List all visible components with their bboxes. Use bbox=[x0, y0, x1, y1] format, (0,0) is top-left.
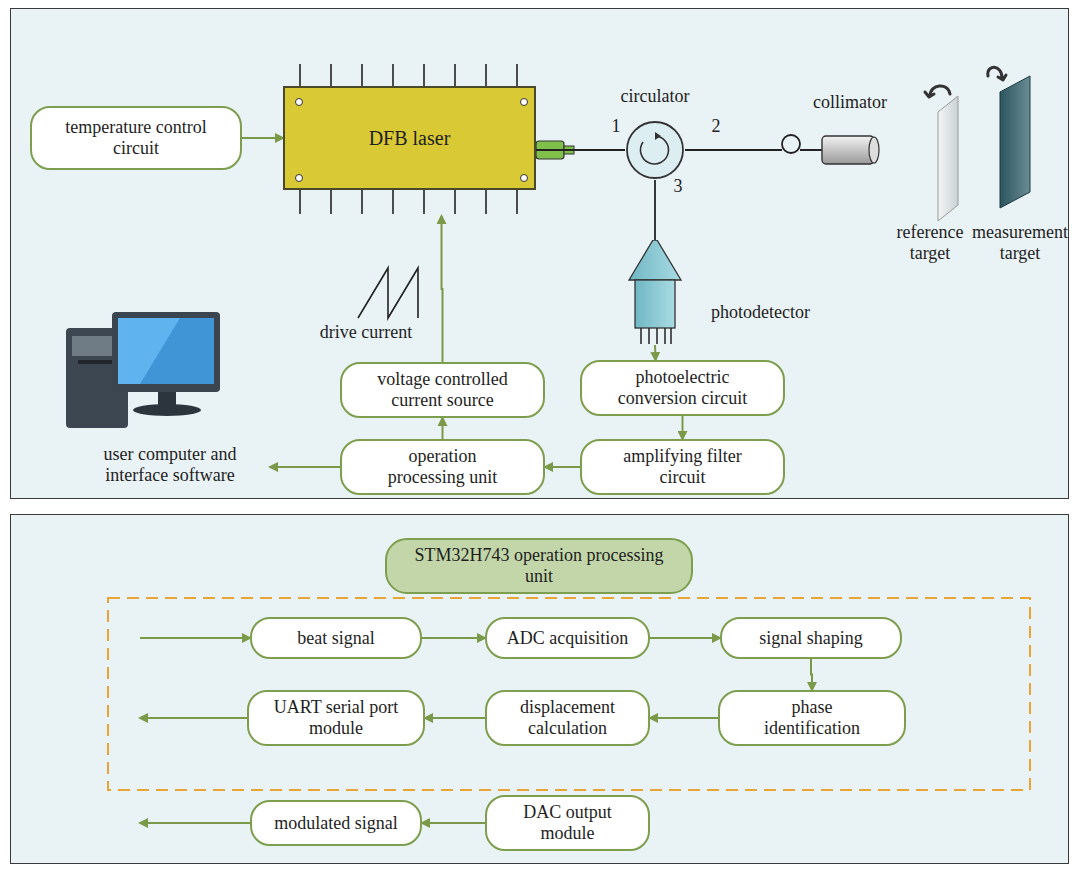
collimator bbox=[822, 136, 874, 164]
box-text: temperature control circuit bbox=[46, 117, 226, 158]
part-label: circulator bbox=[621, 86, 690, 107]
part-label: collimator bbox=[800, 92, 900, 113]
part-label: measurement target bbox=[960, 222, 1079, 263]
box-text: photoelectric conversion circuit bbox=[595, 367, 770, 408]
optical-fiber bbox=[654, 180, 656, 240]
circulator: circulator bbox=[625, 120, 685, 180]
photodetector: photodetector bbox=[627, 240, 683, 345]
box-text: DAC output module bbox=[508, 802, 628, 843]
box-text: STM32H743 operation processing unit bbox=[399, 545, 679, 586]
mount-hole bbox=[520, 174, 528, 182]
process-box: operation processing unit bbox=[340, 439, 545, 495]
optical-fiber bbox=[536, 149, 625, 151]
process-box: temperature control circuit bbox=[30, 106, 242, 170]
mount-hole bbox=[295, 98, 303, 106]
box-text: voltage controlled current source bbox=[360, 369, 525, 410]
photodetector-symbol bbox=[627, 240, 683, 345]
flow-arrow bbox=[270, 466, 340, 468]
flow-arrow bbox=[682, 416, 684, 439]
flow-arrow bbox=[422, 822, 485, 824]
process-box: phase identification bbox=[718, 690, 906, 746]
flow-arrow bbox=[654, 345, 657, 360]
flow-arrow bbox=[140, 717, 247, 719]
box-text: modulated signal bbox=[274, 813, 397, 834]
measurement-target bbox=[1000, 76, 1030, 208]
motion-arrow bbox=[988, 67, 1006, 80]
process-box: photoelectric conversion circuit bbox=[580, 360, 785, 416]
box-text: ADC acquisition bbox=[507, 628, 629, 649]
process-box: DAC output module bbox=[485, 795, 650, 851]
box-text: signal shaping bbox=[759, 628, 863, 649]
flow-arrow bbox=[545, 466, 580, 468]
flow-arrow bbox=[422, 637, 485, 639]
mount-hole bbox=[295, 174, 303, 182]
flow-arrow bbox=[140, 637, 250, 639]
flow-arrow bbox=[442, 418, 444, 439]
flow-arrow bbox=[140, 822, 250, 824]
mount-hole bbox=[520, 98, 528, 106]
port-number: 2 bbox=[706, 116, 726, 137]
flow-arrow bbox=[811, 659, 812, 690]
flow-arrow bbox=[425, 717, 485, 719]
process-box: beat signal bbox=[250, 617, 422, 659]
part-label: user computer and interface software bbox=[70, 444, 270, 485]
port-number: 3 bbox=[668, 176, 688, 197]
collimator-lens bbox=[869, 137, 879, 163]
flow-arrow bbox=[650, 717, 718, 719]
dashed-group bbox=[108, 598, 1030, 790]
part-label: photodetector bbox=[711, 302, 810, 323]
sawtooth-waveform bbox=[358, 268, 418, 318]
part-label: reference target bbox=[880, 222, 980, 263]
process-box: UART serial port module bbox=[247, 690, 425, 746]
box-text: phase identification bbox=[747, 697, 877, 738]
process-box: voltage controlled current source bbox=[340, 362, 545, 418]
box-text: DFB laser bbox=[369, 127, 451, 150]
reference-target bbox=[938, 96, 958, 221]
fiber bbox=[685, 149, 822, 151]
port-number: 1 bbox=[606, 116, 626, 137]
computer-illustration bbox=[66, 312, 220, 428]
circulator-symbol bbox=[625, 120, 685, 180]
laser-chip: DFB laser bbox=[283, 86, 536, 190]
box-text: operation processing unit bbox=[373, 446, 513, 487]
flow-arrow bbox=[242, 137, 283, 139]
flow-arrow bbox=[442, 216, 443, 362]
process-box: amplifying filter circuit bbox=[580, 439, 785, 495]
box-text: beat signal bbox=[297, 628, 374, 649]
flow-arrow bbox=[650, 637, 720, 639]
process-box: signal shaping bbox=[720, 617, 902, 659]
process-box: modulated signal bbox=[250, 800, 422, 846]
process-box: STM32H743 operation processing unit bbox=[385, 538, 693, 594]
process-box: displacement calculation bbox=[485, 690, 650, 746]
box-text: amplifying filter circuit bbox=[603, 446, 763, 487]
box-text: displacement calculation bbox=[500, 697, 635, 738]
box-text: UART serial port module bbox=[261, 697, 411, 738]
motion-arrow bbox=[925, 86, 950, 97]
part-label: drive current bbox=[296, 322, 436, 343]
process-box: ADC acquisition bbox=[485, 617, 650, 659]
fiber-loop bbox=[782, 135, 800, 153]
